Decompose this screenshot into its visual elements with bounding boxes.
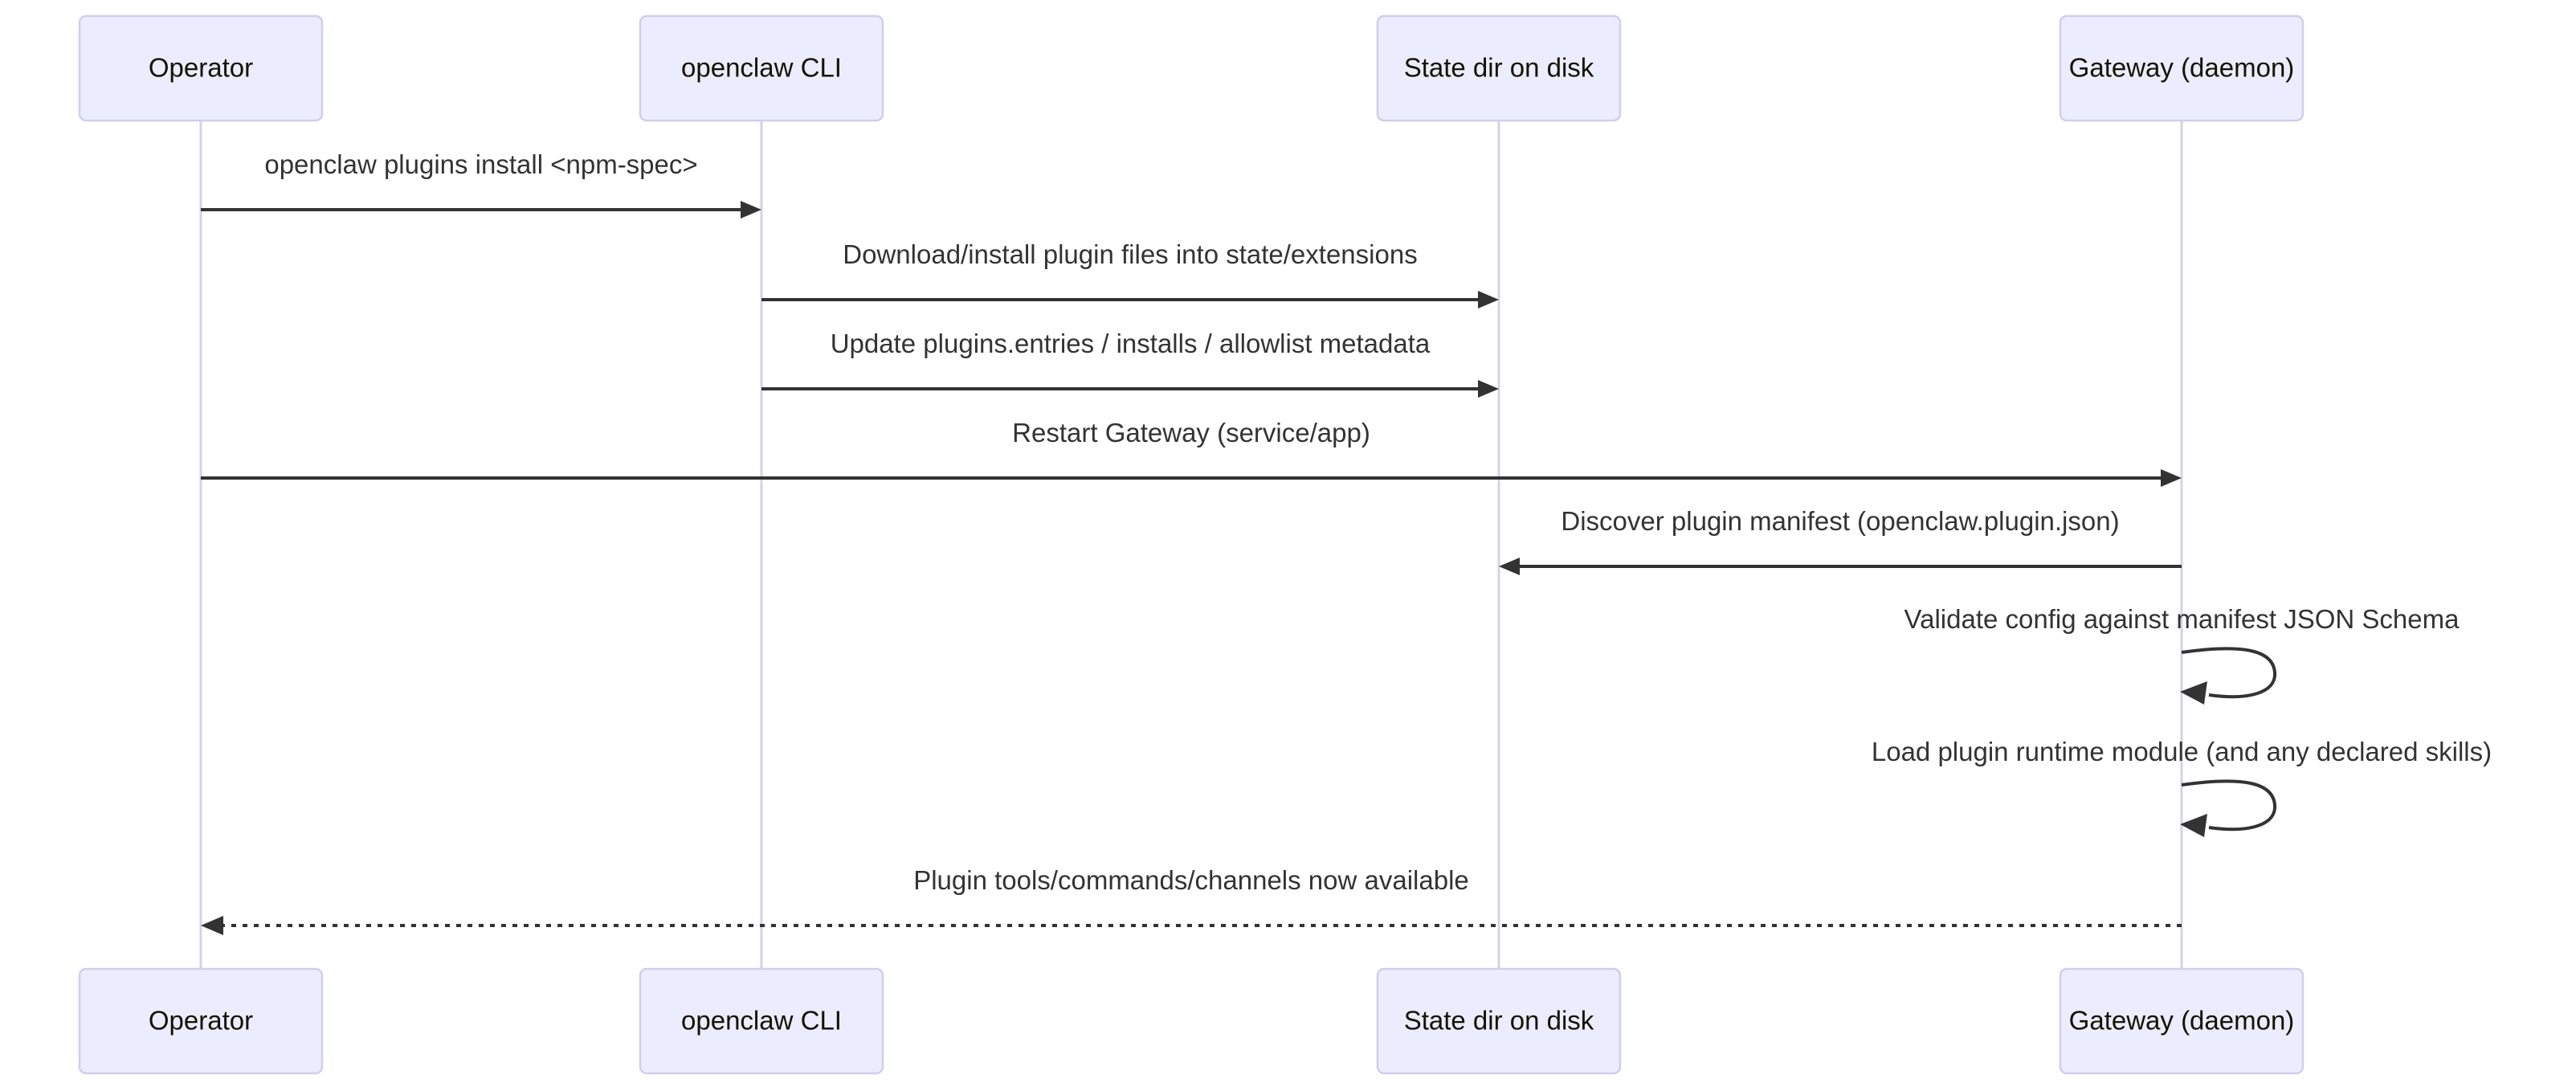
message-label-3: Update plugins.entries / installs / allo… — [831, 329, 1431, 358]
participant-box-openclaw-cli-bottom[interactable]: openclaw CLI — [639, 967, 884, 1075]
participant-label-openclaw-cli-top: openclaw CLI — [681, 53, 842, 83]
participant-label-operator-top: Operator — [149, 53, 253, 83]
participant-label-gateway-top: Gateway (daemon) — [2069, 53, 2295, 83]
participant-label-openclaw-cli-bottom: openclaw CLI — [681, 1006, 842, 1036]
message-5-discover-plugin-manifest[interactable]: Discover plugin manifest (openclaw.plugi… — [1499, 506, 2182, 575]
participant-box-gateway-top[interactable]: Gateway (daemon) — [2059, 14, 2305, 122]
message-arrowhead-8 — [201, 916, 223, 935]
participant-label-gateway-bottom: Gateway (daemon) — [2069, 1006, 2295, 1036]
message-label-5: Discover plugin manifest (openclaw.plugi… — [1561, 506, 2119, 536]
self-loop-path-7 — [2181, 779, 2277, 832]
message-6-validate-config-self-loop[interactable]: Validate config against manifest JSON Sc… — [1904, 604, 2460, 705]
message-arrowhead-5 — [1499, 558, 1520, 575]
message-1-openclaw-plugins-install[interactable]: openclaw plugins install <npm-spec> — [201, 149, 761, 219]
message-label-2: Download/install plugin files into state… — [843, 239, 1417, 269]
self-loop-arrowhead-6 — [2180, 681, 2207, 705]
participant-label-operator-bottom: Operator — [149, 1006, 253, 1036]
message-label-4: Restart Gateway (service/app) — [1012, 418, 1370, 447]
participant-box-state-dir-top[interactable]: State dir on disk — [1376, 14, 1622, 122]
message-label-7: Load plugin runtime module (and any decl… — [1872, 737, 2492, 766]
message-label-8: Plugin tools/commands/channels now avail… — [913, 865, 1469, 895]
lifelines-group — [199, 121, 2183, 969]
participant-box-openclaw-cli-top[interactable]: openclaw CLI — [639, 14, 884, 122]
message-arrowhead-2 — [1478, 291, 1499, 309]
participant-label-state-dir-top: State dir on disk — [1404, 53, 1594, 83]
message-2-download-install-plugin-files[interactable]: Download/install plugin files into state… — [761, 239, 1499, 309]
participant-box-gateway-bottom[interactable]: Gateway (daemon) — [2059, 967, 2305, 1075]
message-arrowhead-3 — [1478, 380, 1499, 398]
self-loop-arrowhead-7 — [2180, 814, 2207, 837]
participant-label-state-dir-bottom: State dir on disk — [1404, 1006, 1594, 1036]
message-4-restart-gateway[interactable]: Restart Gateway (service/app) — [201, 418, 2182, 487]
message-label-6: Validate config against manifest JSON Sc… — [1904, 604, 2460, 634]
message-arrowhead-4 — [2161, 469, 2182, 487]
participant-box-operator-top[interactable]: Operator — [78, 14, 324, 122]
message-arrowhead-1 — [741, 201, 761, 219]
message-label-1: openclaw plugins install <npm-spec> — [264, 149, 697, 179]
message-8-plugin-tools-available-return[interactable]: Plugin tools/commands/channels now avail… — [201, 865, 2182, 935]
participant-box-operator-bottom[interactable]: Operator — [78, 967, 324, 1075]
message-7-load-plugin-runtime-self-loop[interactable]: Load plugin runtime module (and any decl… — [1872, 737, 2492, 837]
self-loop-path-6 — [2181, 647, 2277, 699]
message-3-update-plugins-entries[interactable]: Update plugins.entries / installs / allo… — [761, 329, 1499, 398]
participant-box-state-dir-bottom[interactable]: State dir on disk — [1376, 967, 1622, 1075]
